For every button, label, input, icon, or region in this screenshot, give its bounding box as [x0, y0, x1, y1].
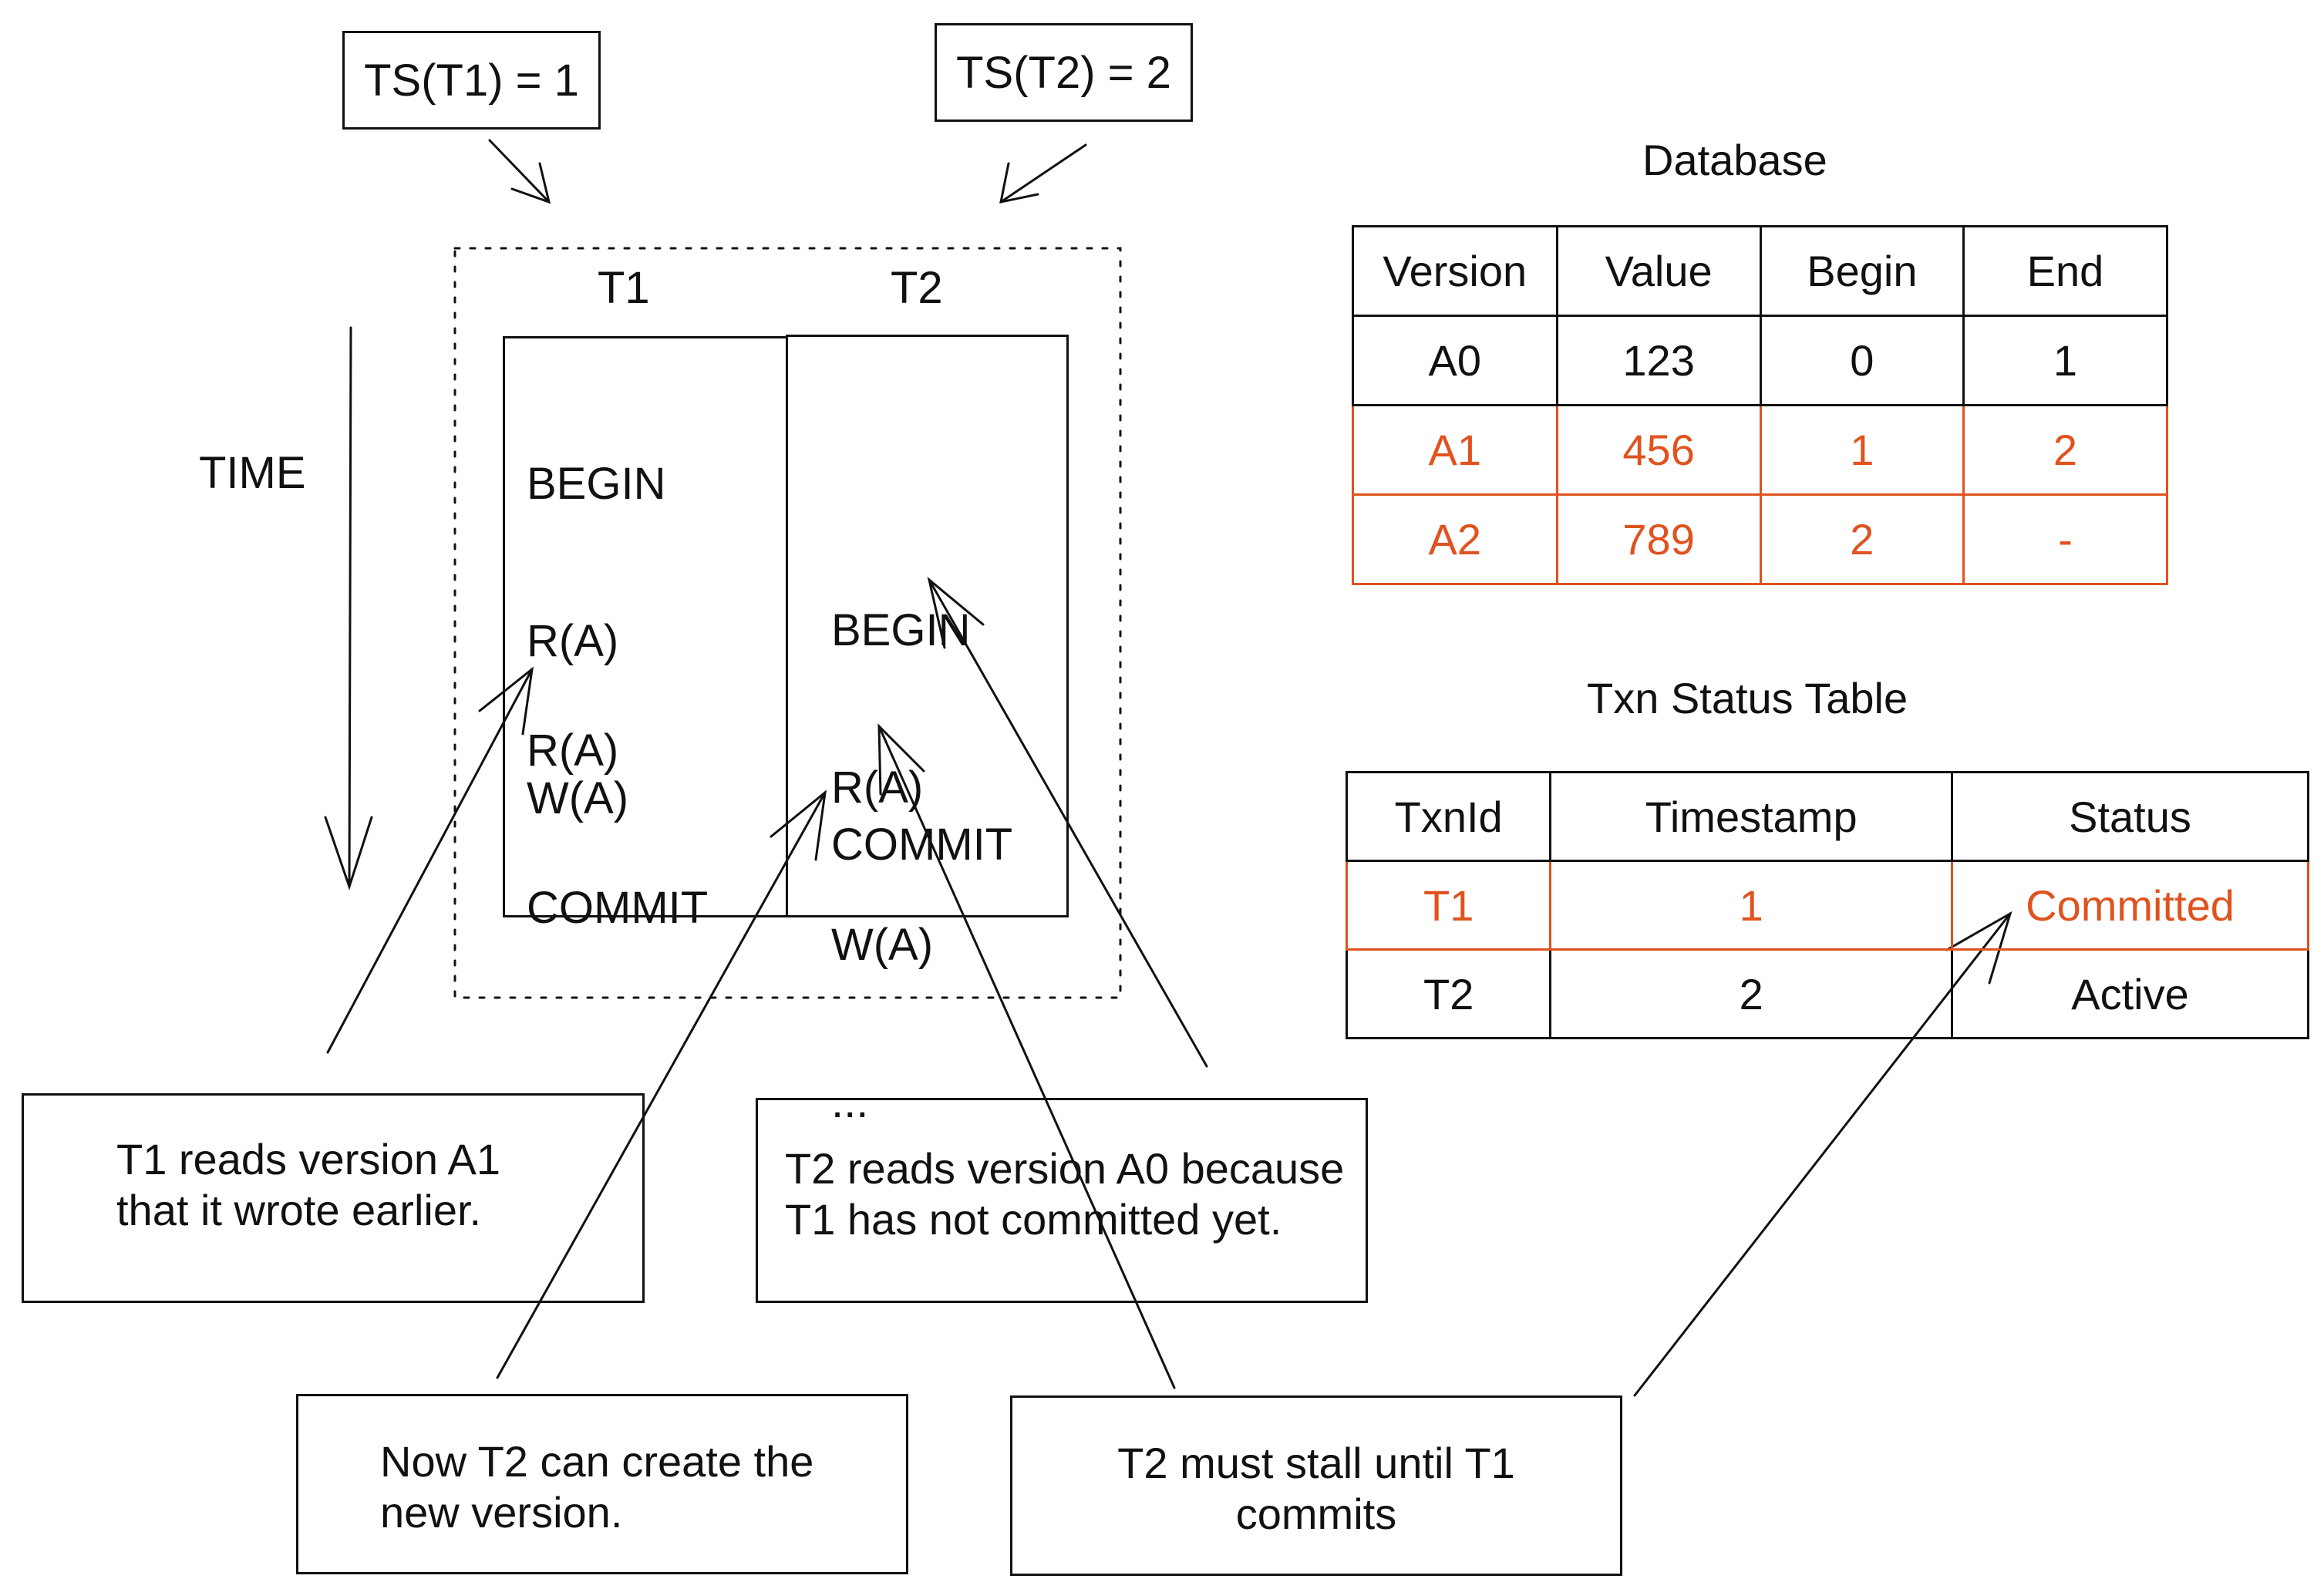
- db-header-version: Version: [1352, 225, 1558, 317]
- txn-cell: 2: [1549, 948, 1953, 1039]
- t1-column-header: T1: [598, 263, 650, 313]
- db-cell: 2: [1962, 404, 2169, 496]
- db-cell: 789: [1555, 493, 1762, 585]
- txn-row-t2: T2 2 Active: [1345, 948, 2309, 1039]
- note-now-t2: Now T2 can create the new version.: [380, 1437, 814, 1537]
- db-cell: A1: [1352, 404, 1558, 496]
- db-cell: A0: [1352, 315, 1558, 406]
- ts-t2-box: TS(T2) = 2: [935, 23, 1193, 122]
- database-title: Database: [1642, 136, 1827, 184]
- txn-row-t1: T1 1 Committed: [1345, 860, 2309, 951]
- t2-op-begin: BEGIN: [831, 605, 971, 655]
- txn-cell: 1: [1549, 860, 1953, 951]
- note-t2-reads-box: T2 reads version A0 because T1 has not c…: [756, 1098, 1368, 1303]
- t1-op-read-again: R(A): [527, 725, 619, 776]
- txn-cell: T1: [1345, 860, 1552, 951]
- note-t2-stall-box: T2 must stall until T1 commits: [1010, 1395, 1622, 1576]
- time-label: TIME: [199, 448, 306, 498]
- t1-op-write: W(A): [527, 773, 629, 823]
- db-cell: 456: [1555, 404, 1762, 496]
- t2-ops-top: BEGIN R(A) W(A) ...: [831, 500, 971, 1181]
- t2-op-write: W(A): [831, 920, 934, 970]
- ts-t2-label: TS(T2) = 2: [956, 47, 1171, 98]
- note-t1-reads-box: T1 reads version A1 that it wrote earlie…: [22, 1093, 645, 1303]
- ts-t1-box: TS(T1) = 1: [342, 31, 601, 130]
- db-header-value: Value: [1555, 225, 1762, 317]
- db-cell: -: [1962, 493, 2169, 585]
- txn-header-timestamp: Timestamp: [1549, 771, 1953, 862]
- note-t1-reads: T1 reads version A1 that it wrote earlie…: [116, 1135, 501, 1234]
- db-cell: 1: [1962, 315, 2169, 406]
- t1-op-begin: BEGIN: [527, 459, 666, 509]
- db-cell: 0: [1759, 315, 1965, 406]
- txn-cell: Active: [1951, 948, 2309, 1039]
- txn-cell: T2: [1345, 948, 1552, 1039]
- txn-status-title: Txn Status Table: [1587, 674, 1908, 722]
- note-t2-stall: T2 must stall until T1 commits: [1117, 1439, 1515, 1538]
- db-row-a0: A0 123 0 1: [1352, 315, 2169, 406]
- db-cell: 2: [1759, 493, 1965, 585]
- connector-t2-stall: [877, 723, 1176, 1389]
- t1-ops-top: BEGIN R(A) W(A): [527, 353, 666, 877]
- t2-column: [786, 335, 1069, 917]
- txn-header-txnid: TxnId: [1345, 771, 1552, 862]
- t1-op-read: R(A): [527, 616, 619, 666]
- t1-ops-bottom: R(A) COMMIT: [527, 620, 708, 987]
- txn-status-table: TxnId Timestamp Status T1 1 Committed T2…: [1345, 771, 2309, 1039]
- txn-header-status: Status: [1951, 771, 2309, 862]
- note-now-t2-box: Now T2 can create the new version.: [296, 1394, 908, 1574]
- connector-now-t2: [496, 789, 827, 1379]
- database-table: Version Value Begin End A0 123 0 1 A1 45…: [1352, 225, 2169, 585]
- db-cell: 123: [1555, 315, 1762, 406]
- db-header-begin: Begin: [1759, 225, 1965, 317]
- db-row-a1: A1 456 1 2: [1352, 404, 2169, 496]
- db-cell: 1: [1759, 404, 1965, 496]
- time-arrow: [324, 326, 373, 890]
- schedule-frame: [453, 247, 1122, 999]
- ts-t1-label: TS(T1) = 1: [364, 55, 579, 106]
- t2-op-read: R(A): [831, 763, 924, 813]
- db-row-a2: A2 789 2 -: [1352, 493, 2169, 585]
- t2-column-header: T2: [891, 263, 943, 313]
- db-header-end: End: [1962, 225, 2169, 317]
- t2-op-commit: COMMIT: [831, 820, 1013, 870]
- db-cell: A2: [1352, 493, 1558, 585]
- ts-t2-arrow: [999, 143, 1087, 204]
- t2-op-ellipsis: ...: [831, 1077, 869, 1127]
- ts-t1-arrow: [488, 139, 551, 204]
- txn-cell: Committed: [1951, 860, 2309, 951]
- note-t2-reads: T2 reads version A0 because T1 has not c…: [785, 1144, 1345, 1244]
- t1-op-commit: COMMIT: [527, 883, 709, 933]
- connector-t1-reads: [326, 666, 534, 1054]
